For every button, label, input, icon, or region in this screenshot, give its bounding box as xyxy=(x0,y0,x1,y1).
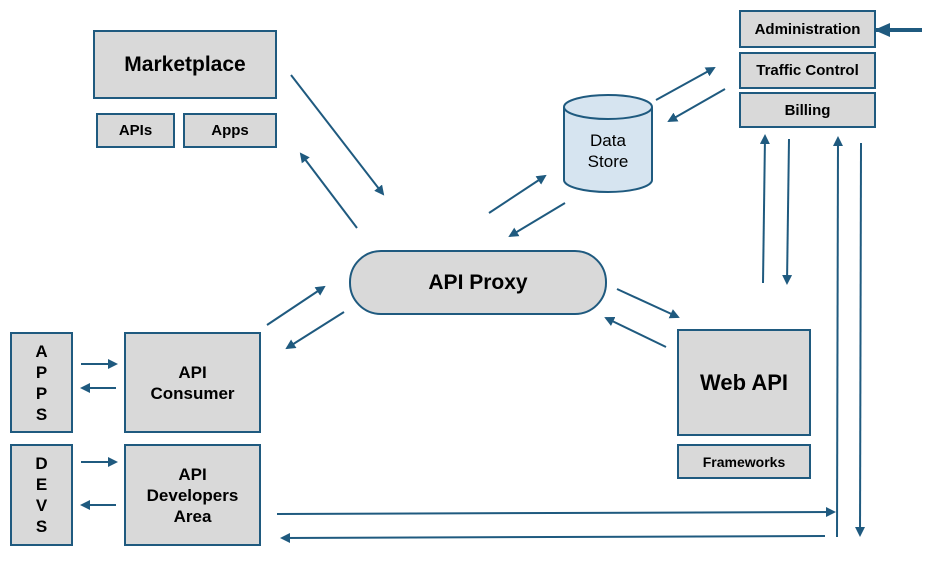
data-store-label-line2: Store xyxy=(587,152,629,171)
arrow-marketplace-to-proxy xyxy=(290,74,385,196)
arrow-datastore-to-admin xyxy=(655,67,716,101)
marketplace-apis-label: APIs xyxy=(118,122,153,139)
arrow-consumer-to-proxy xyxy=(266,285,326,326)
api-consumer-line2: Consumer xyxy=(150,383,235,403)
api-proxy-label[interactable]: API Proxy xyxy=(350,251,606,314)
marketplace-apps-label: Apps xyxy=(211,122,249,139)
web-api-box[interactable]: Web API xyxy=(677,329,811,436)
apps-side-box[interactable]: A P P S xyxy=(10,332,73,433)
devs-letter: E xyxy=(35,475,48,494)
arrow-webapi-to-billing xyxy=(759,134,770,284)
administration-label: Administration xyxy=(754,20,861,38)
apps-letter: P xyxy=(35,362,48,382)
arrow-to-devarea-horizontal-in xyxy=(280,532,826,543)
apps-letter: A xyxy=(35,341,48,361)
apps-letter: S xyxy=(35,404,48,424)
marketplace-box[interactable]: Marketplace xyxy=(93,30,277,99)
line-devarea-vertical-up xyxy=(832,136,843,538)
api-dev-area-line2: Developers xyxy=(146,485,239,505)
web-api-label: Web API xyxy=(699,369,788,395)
arrow-proxy-to-datastore xyxy=(488,174,547,214)
api-proxy-text: API Proxy xyxy=(428,270,528,294)
arrow-webapi-to-proxy xyxy=(604,316,667,348)
api-dev-area-line1: API xyxy=(178,464,207,484)
data-store-label: Data Store xyxy=(564,130,652,172)
devs-letter: D xyxy=(35,454,48,473)
data-store-cylinder xyxy=(563,94,653,193)
api-dev-area-line3: Area xyxy=(173,506,212,526)
arrow-proxy-to-webapi xyxy=(616,288,680,319)
devs-side-box[interactable]: D E V S xyxy=(10,444,73,546)
billing-label: Billing xyxy=(784,101,831,119)
marketplace-title: Marketplace xyxy=(124,52,246,76)
apps-letter: P xyxy=(35,383,48,403)
data-store-label-line1: Data xyxy=(590,131,626,150)
arrow-datastore-to-proxy xyxy=(508,202,566,238)
frameworks-box[interactable]: Frameworks xyxy=(677,444,811,479)
arrow-billing-to-webapi xyxy=(782,138,793,285)
arrow-proxy-to-marketplace xyxy=(299,152,358,229)
traffic-control-box[interactable]: Traffic Control xyxy=(739,52,876,89)
devs-letter: S xyxy=(35,517,48,536)
arrow-devarea-horizontal-out xyxy=(276,507,836,518)
api-developers-area-box[interactable]: API Developers Area xyxy=(124,444,261,546)
administration-box[interactable]: Administration xyxy=(739,10,876,48)
devs-letter: V xyxy=(35,496,48,515)
arrow-proxy-to-consumer xyxy=(285,311,345,350)
marketplace-apis-box[interactable]: APIs xyxy=(96,113,175,148)
api-proxy-shape xyxy=(349,250,607,315)
api-consumer-line1: API xyxy=(178,362,207,382)
marketplace-apps-box[interactable]: Apps xyxy=(183,113,277,148)
line-billing-vertical-down xyxy=(855,142,866,537)
frameworks-label: Frameworks xyxy=(702,453,786,470)
api-consumer-box[interactable]: API Consumer xyxy=(124,332,261,433)
billing-box[interactable]: Billing xyxy=(739,92,876,128)
arrow-admin-to-datastore xyxy=(667,88,726,122)
traffic-control-label: Traffic Control xyxy=(756,62,859,79)
